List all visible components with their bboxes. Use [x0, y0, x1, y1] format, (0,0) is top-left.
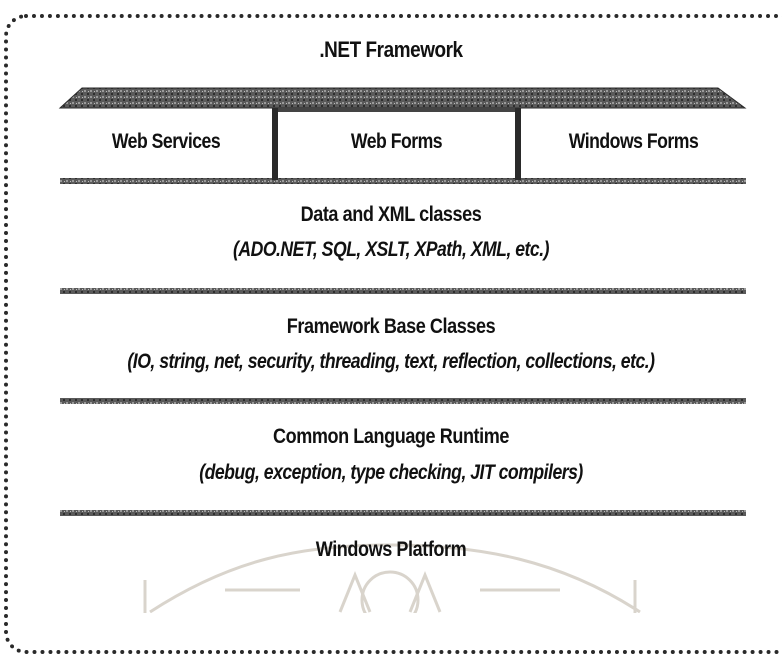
separator-2 — [60, 398, 746, 404]
layer-windows-platform-title: Windows Platform — [315, 538, 467, 561]
separator-3 — [60, 510, 746, 516]
diagram-title: .NET Framework — [319, 37, 463, 62]
separator-1 — [60, 288, 746, 294]
layer-clr-subtitle: (debug, exception, type checking, JIT co… — [199, 461, 583, 484]
app-row-base — [60, 178, 746, 184]
top-shelf — [58, 87, 747, 109]
layer-clr-title: Common Language Runtime — [273, 425, 509, 448]
app-box-web-services: Web Services — [111, 130, 221, 153]
app-box-dividers — [272, 108, 521, 180]
layer-data-xml-subtitle: (ADO.NET, SQL, XSLT, XPath, XML, etc.) — [232, 238, 550, 261]
app-box-web-forms: Web Forms — [350, 130, 443, 153]
app-box-windows-forms: Windows Forms — [568, 130, 699, 153]
layer-data-xml-title: Data and XML classes — [300, 203, 482, 226]
layer-separators — [58, 87, 747, 516]
layer-base-classes-subtitle: (IO, string, net, security, threading, t… — [127, 350, 655, 373]
app-layer: Web Services Web Forms Windows Forms — [60, 108, 742, 180]
layer-base-classes-title: Framework Base Classes — [286, 315, 496, 338]
